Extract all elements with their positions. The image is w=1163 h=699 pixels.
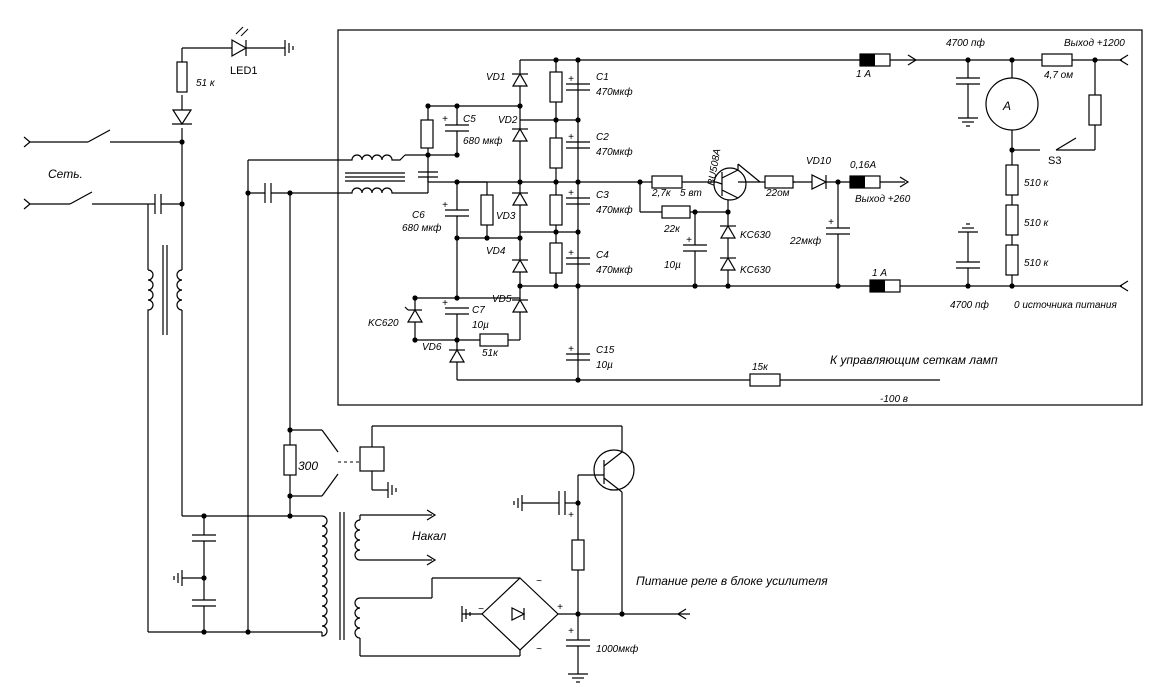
relay-driver <box>513 426 635 683</box>
c4700-bot-label: 4700 пф <box>950 299 990 311</box>
grids-label: К управляющим сеткам ламп <box>830 353 998 367</box>
mains-choke <box>147 142 183 632</box>
c15-label: C15 <box>596 345 615 356</box>
kc630a-label: KC630 <box>740 230 771 241</box>
mains-label: Сеть. <box>48 167 83 181</box>
c5-label: C5 <box>463 114 476 125</box>
mains-input <box>23 129 182 210</box>
c5-value: 680 мкф <box>463 135 503 147</box>
svg-text:+: + <box>557 602 563 613</box>
upper-feed-wires <box>247 159 345 632</box>
c7-label: C7 <box>472 305 485 316</box>
r-510k-a-label: 510 к <box>1024 178 1049 189</box>
r-5vt-label: 5 вт <box>680 188 702 199</box>
power-supply-enclosure <box>337 29 1143 406</box>
r-300-label: 300 <box>298 459 318 473</box>
relay-power-label: Питание реле в блоке усилителя <box>636 574 828 588</box>
c3-label: C3 <box>596 190 609 201</box>
ammeter-symbol: A <box>1002 99 1011 113</box>
r-22om-label: 22ом <box>765 188 790 199</box>
aux-transformer <box>320 509 520 657</box>
c6-value: 680 мкф <box>402 222 442 234</box>
vd3-label: VD3 <box>496 211 516 222</box>
c2-value: 470мкф <box>596 146 633 158</box>
svg-text:+: + <box>568 344 574 355</box>
r-4-7om-label: 4,7 ом <box>1044 70 1073 81</box>
led1-label: LED1 <box>230 65 258 77</box>
c4-label: C4 <box>596 250 609 261</box>
svg-text:~: ~ <box>536 644 542 655</box>
doubler-section <box>420 105 520 298</box>
c4700-top-label: 4700 пф <box>946 37 986 49</box>
fuse-1a-top-label: 1 А <box>856 69 871 80</box>
vd1-label: VD1 <box>486 72 505 83</box>
svg-text:+: + <box>568 188 574 199</box>
c6-label: C6 <box>412 210 425 221</box>
r-51k-mid-label: 51к <box>482 348 499 359</box>
svg-text:+: + <box>568 74 574 85</box>
input-filter <box>148 515 322 633</box>
c22-label: 22мкф <box>789 235 822 247</box>
r-51k-top-label: 51 к <box>196 78 216 89</box>
ammeter <box>985 77 1039 131</box>
c1-value: 470мкф <box>596 86 633 98</box>
kc630b-label: KC630 <box>740 265 771 276</box>
fuse-1a-bot-label: 1 А <box>872 268 887 279</box>
vd10-label: VD10 <box>806 156 831 167</box>
r-510k-b-label: 510 к <box>1024 218 1049 229</box>
svg-text:−: − <box>478 604 484 615</box>
kc620-label: KC620 <box>368 318 399 329</box>
minus100-label: -100 в <box>880 394 908 405</box>
out260-label: Выход +260 <box>855 194 911 205</box>
c-10u-label: 10µ <box>664 260 681 271</box>
c7-value: 10µ <box>472 320 489 331</box>
vd4-label: VD4 <box>486 246 506 257</box>
svg-text:+: + <box>442 200 448 211</box>
hv-output-section <box>859 53 1129 286</box>
regulator-section <box>639 163 910 286</box>
svg-text:+: + <box>568 132 574 143</box>
c3-value: 470мкф <box>596 204 633 216</box>
svg-text:~: ~ <box>536 576 542 587</box>
c4-value: 470мкф <box>596 264 633 276</box>
bias-section <box>404 297 940 387</box>
ground-return-section <box>869 223 1129 293</box>
r-22k-label: 22к <box>663 224 681 235</box>
vd6-label: VD6 <box>422 342 442 353</box>
bridge-rectifier: ~ ~ − + <box>461 576 690 656</box>
s3-label: S3 <box>1048 155 1061 167</box>
out1200-label: Выход +1200 <box>1064 38 1125 49</box>
c15-value: 10µ <box>596 360 613 371</box>
bu508a-label: BU508A <box>706 148 723 187</box>
svg-text:+: + <box>568 510 574 521</box>
r-15k-label: 15к <box>752 362 769 373</box>
relay-section <box>283 425 622 516</box>
r-510k-c-label: 510 к <box>1024 258 1049 269</box>
c-1000mkf-label: 1000мкф <box>596 643 639 655</box>
hv-transformer <box>345 154 438 194</box>
vd5-label: VD5 <box>492 294 512 305</box>
svg-text:+: + <box>568 626 574 637</box>
svg-text:+: + <box>686 235 692 246</box>
svg-text:+: + <box>568 248 574 259</box>
svg-text:+: + <box>442 114 448 125</box>
zero-source-label: 0 источника питания <box>1014 300 1117 311</box>
c1-label: C1 <box>596 72 609 83</box>
fuse-016a-label: 0,16А <box>850 160 876 171</box>
vd2-label: VD2 <box>498 115 518 126</box>
r-2-7k-label: 2,7к <box>651 188 672 199</box>
svg-text:+: + <box>442 298 448 309</box>
led-indicator-branch <box>171 26 294 142</box>
c2-label: C2 <box>596 132 609 143</box>
nakal-label: Накал <box>412 529 447 543</box>
svg-text:+: + <box>828 217 834 228</box>
